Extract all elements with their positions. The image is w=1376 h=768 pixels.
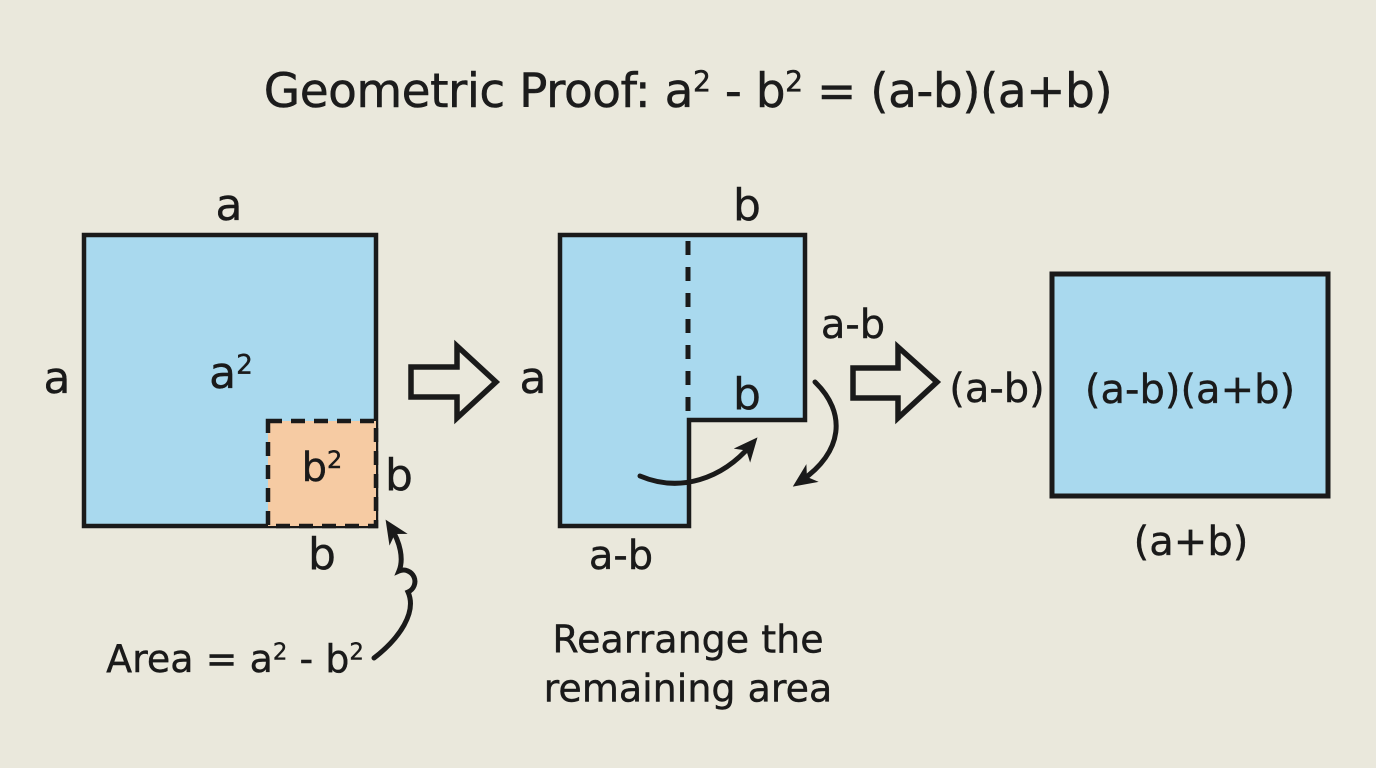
l-shape-notch-label: b	[733, 369, 761, 420]
right-arrow-icon	[850, 340, 942, 425]
rectangle-side-label: (a-b)	[949, 366, 1045, 412]
cutout-bottom-label: b	[308, 529, 336, 580]
l-shape	[557, 232, 808, 529]
l-shape-side-label: a	[519, 353, 547, 404]
rectangle-area-label: (a-b)(a+b)	[1084, 367, 1296, 413]
l-shape-bottom-label: a-b	[588, 533, 654, 579]
right-arrow-icon	[408, 339, 501, 425]
page-title: Geometric Proof: a2 - b2 = (a-b)(a+b)	[0, 64, 1376, 120]
cutout-right-label: b	[385, 450, 413, 501]
b-squared-cutout-square	[265, 418, 379, 529]
a-squared-area-label: a2	[209, 348, 253, 399]
title-superscript: 2	[785, 65, 803, 99]
left-square-side-label: a	[43, 353, 71, 404]
b-squared-area-label: b2	[301, 445, 343, 492]
swing-down-arrow-icon	[792, 379, 839, 487]
title-segment: Geometric Proof: a	[263, 64, 694, 120]
title-segment: = (a-b)(a+b)	[802, 64, 1113, 120]
area-equation-caption: Area = a2 - b2	[106, 637, 364, 681]
title-superscript: 2	[692, 65, 711, 99]
loop-arrow-icon	[371, 519, 418, 661]
l-shape-top-label: b	[733, 180, 761, 231]
l-shape-right-label: a-b	[820, 302, 886, 348]
left-square-top-label: a	[215, 180, 243, 231]
rectangle-bottom-label: (a+b)	[1133, 519, 1249, 565]
product-rectangle	[1049, 271, 1331, 499]
rotate-up-arrow-icon	[637, 437, 758, 486]
title-segment: - b	[710, 64, 786, 120]
